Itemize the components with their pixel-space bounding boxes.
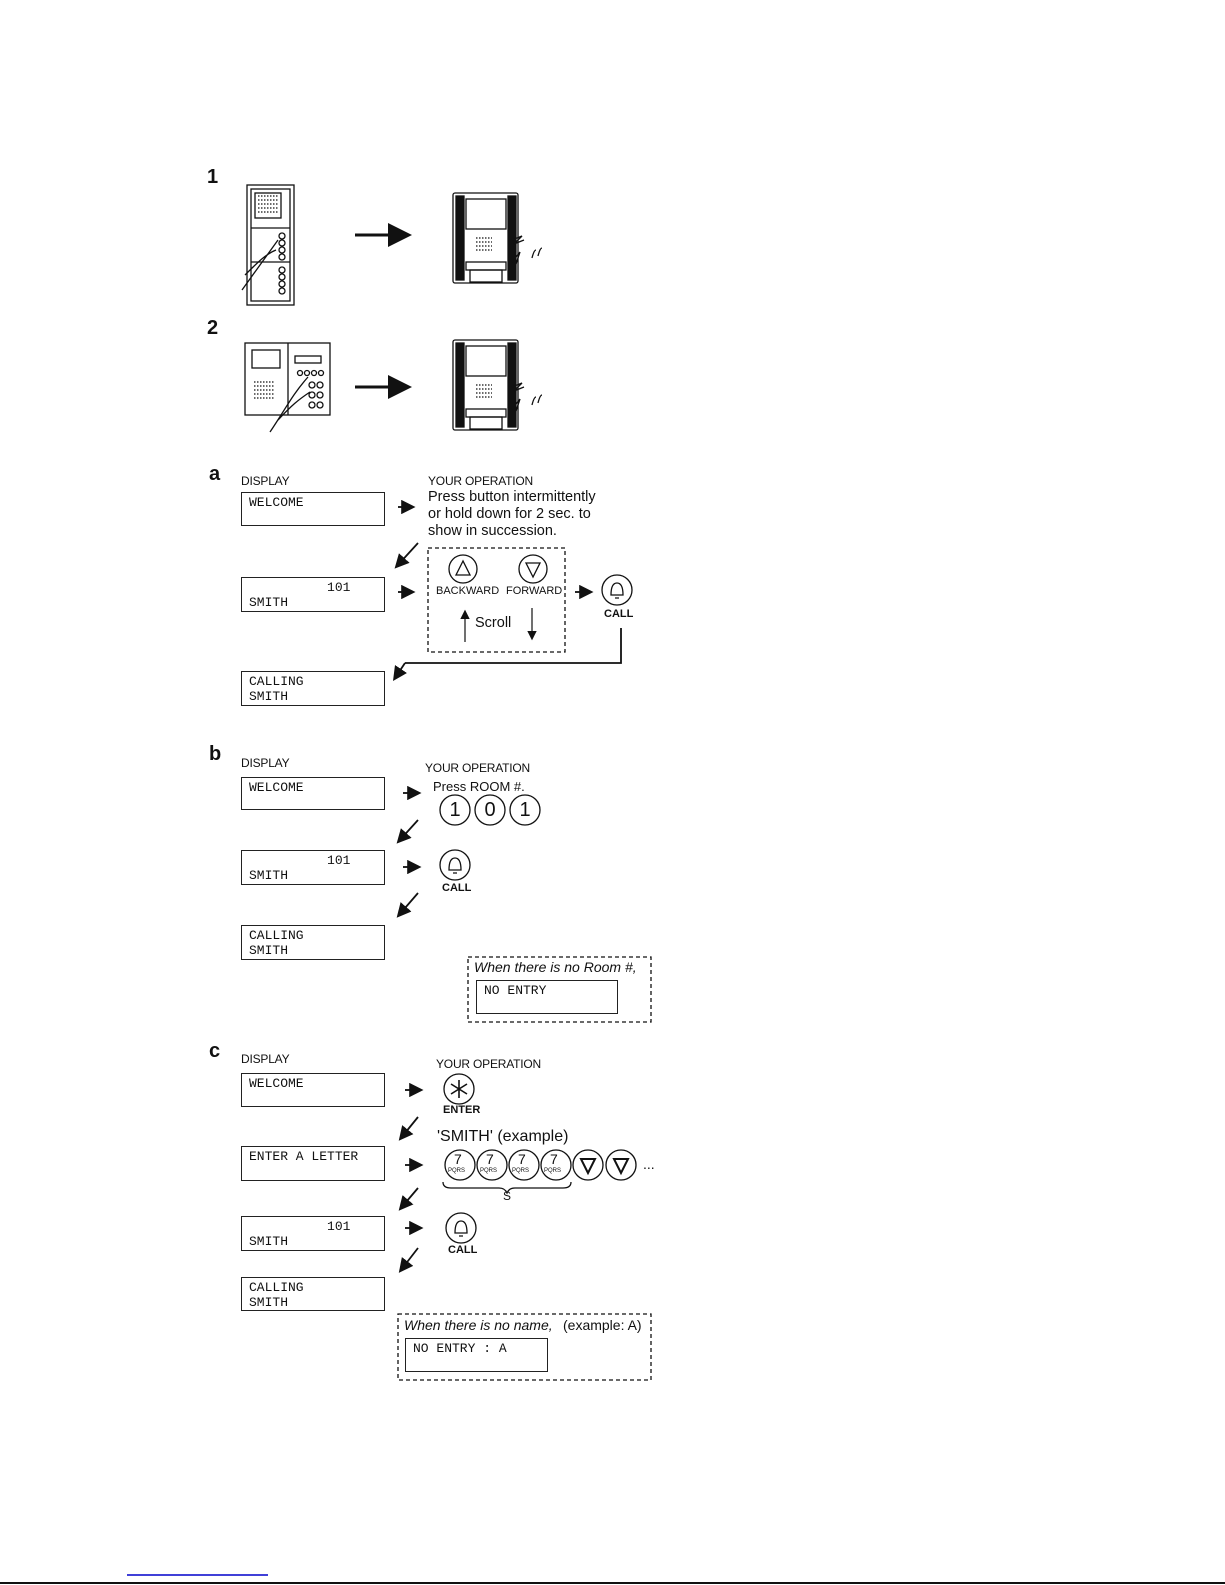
instruction-line: Press ROOM #. — [433, 779, 525, 794]
key-digit: 7 — [486, 1151, 494, 1167]
operation-heading: YOUR OPERATION — [436, 1057, 541, 1071]
key-7 — [476, 1149, 508, 1181]
digit-key-1 — [509, 794, 541, 826]
lcd-display: NO ENTRY : A — [405, 1338, 548, 1372]
lcd-display: WELCOME — [241, 492, 385, 526]
digit-key-0 — [474, 794, 506, 826]
section-label: a — [209, 463, 221, 485]
ellipsis: ... — [643, 1156, 655, 1172]
key-7 — [444, 1149, 476, 1181]
lcd-display: ENTER A LETTER — [241, 1146, 385, 1181]
operation-heading: YOUR OPERATION — [425, 761, 530, 775]
down-key-icon — [605, 1149, 637, 1181]
instruction-line: Press button intermittently — [428, 489, 596, 505]
section-label: c — [209, 1040, 221, 1062]
digit-label: 0 — [484, 799, 496, 821]
down-key-icon — [572, 1149, 604, 1181]
call-label: CALL — [604, 608, 634, 620]
brace — [442, 1181, 572, 1195]
lcd-display: CALLING SMITH — [241, 1277, 385, 1311]
asterisk-key-icon — [443, 1073, 475, 1105]
example-text: 'SMITH' (example) — [437, 1128, 569, 1145]
lcd-display: 101 SMITH — [241, 850, 385, 885]
lcd-display: 101 SMITH — [241, 1216, 385, 1251]
lcd-display: WELCOME — [241, 777, 385, 810]
keypad-panel-illustration — [244, 342, 331, 433]
note-box — [467, 956, 652, 1023]
key-digit: 7 — [550, 1151, 558, 1167]
display-heading: DISPLAY — [241, 1052, 290, 1066]
flow-arrows — [393, 499, 622, 1273]
step-number: 2 — [207, 317, 219, 339]
instruction-line: or hold down for 2 sec. to — [428, 506, 591, 522]
display-heading: DISPLAY — [241, 756, 290, 770]
enter-label: ENTER — [443, 1104, 481, 1116]
backward-button — [448, 554, 478, 584]
key-letters: PQRS — [544, 1168, 562, 1174]
call-bell-icon — [601, 574, 633, 606]
display-heading: DISPLAY — [241, 474, 290, 488]
note-text: When there is no Room #, — [474, 959, 637, 975]
key-digit: 7 — [454, 1151, 462, 1167]
key-7 — [508, 1149, 540, 1181]
key-letters: PQRS — [512, 1168, 530, 1174]
note-box — [397, 1313, 652, 1381]
room-monitor-illustration — [452, 192, 543, 284]
operation-box — [427, 547, 566, 653]
forward-label: FORWARD — [506, 585, 563, 597]
lcd-display: CALLING SMITH — [241, 925, 385, 960]
operation-heading: YOUR OPERATION — [428, 474, 533, 488]
backward-label: BACKWARD — [436, 585, 500, 597]
room-monitor-illustration — [452, 339, 543, 431]
instruction-line: show in succession. — [428, 523, 557, 539]
call-label: CALL — [448, 1244, 478, 1256]
call-label: CALL — [442, 882, 472, 894]
forward-button — [518, 554, 548, 584]
key-digit: 7 — [518, 1151, 526, 1167]
digit-label: 1 — [449, 799, 461, 821]
step-number: 1 — [207, 166, 219, 188]
call-bell-icon — [445, 1212, 477, 1244]
digit-label: 1 — [519, 799, 531, 821]
entrance-panel-illustration — [241, 184, 295, 306]
lcd-display: 101 SMITH — [241, 577, 385, 612]
lcd-display: WELCOME — [241, 1073, 385, 1107]
key-letters: PQRS — [480, 1168, 498, 1174]
section-label: b — [209, 743, 222, 765]
scroll-label: Scroll — [475, 615, 512, 631]
note-text: When there is no name, — [404, 1317, 553, 1333]
lcd-display: NO ENTRY — [476, 980, 618, 1014]
note-example: (example: A) — [563, 1317, 642, 1333]
key-letters: PQRS — [448, 1168, 466, 1174]
lcd-display: CALLING SMITH — [241, 671, 385, 706]
digit-key-1 — [439, 794, 471, 826]
brace-label: S — [503, 1189, 512, 1203]
call-bell-icon — [439, 849, 471, 881]
key-7 — [540, 1149, 572, 1181]
